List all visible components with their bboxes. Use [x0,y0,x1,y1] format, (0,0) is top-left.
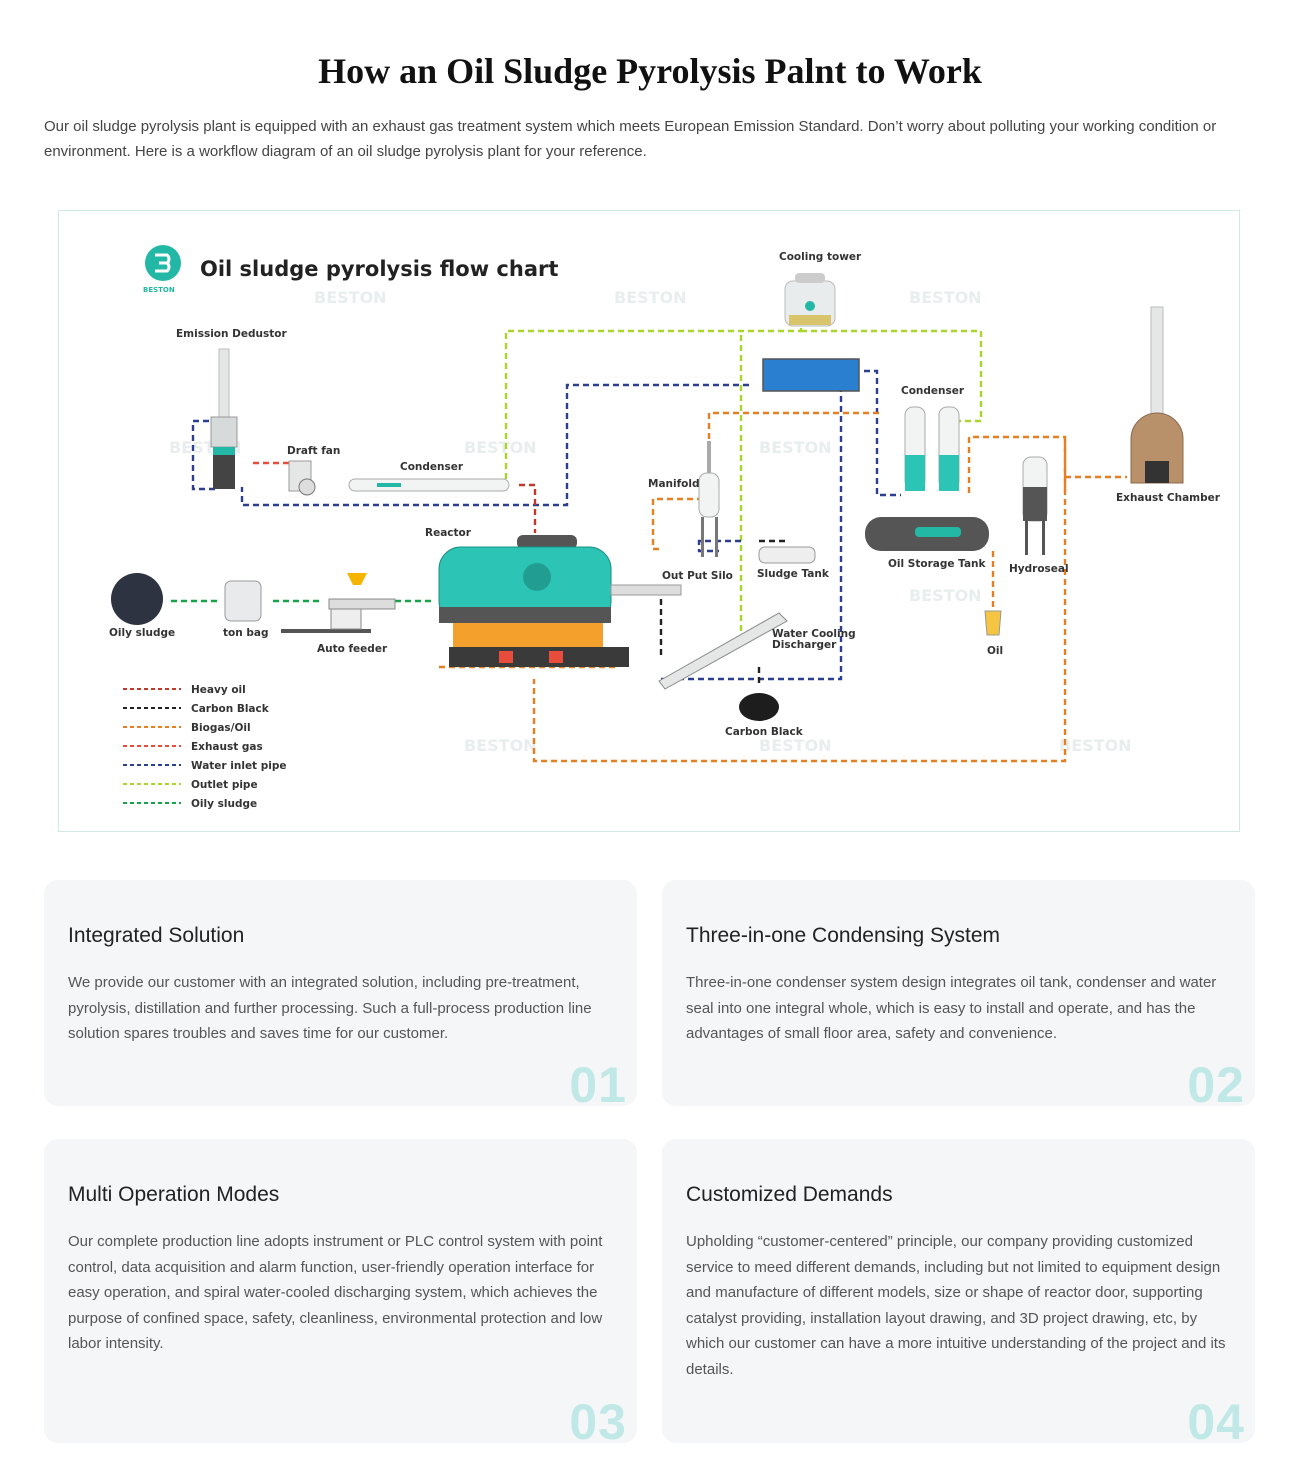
oily-sludge-icon [111,573,163,625]
sludge-tank-icon [758,546,816,564]
svg-text:Exhaust gas: Exhaust gas [191,741,263,753]
legend: Heavy oil Carbon Black Biogas/Oil Exhaus… [123,684,287,810]
svg-text:Carbon Black: Carbon Black [191,703,270,715]
label-exhaust-chamber: Exhaust Chamber [1116,492,1221,504]
label-oily-sludge: Oily sludge [109,627,175,639]
page-title: How an Oil Sludge Pyrolysis Palnt to Wor… [318,51,982,91]
legend-item-water-inlet: Water inlet pipe [123,760,287,772]
feature-card-condensing-system: Three-in-one Condensing System Three-in-… [662,880,1255,1106]
card-text: We provide our customer with an integrat… [68,974,592,1042]
card-title: Customized Demands [686,1183,893,1206]
legend-item-carbon-black: Carbon Black [123,703,270,715]
hydroseal-icon [1022,456,1048,555]
card-number: 04 [1187,1394,1245,1443]
label-reactor: Reactor [425,527,472,539]
label-condenser-left: Condenser [400,461,464,473]
cooling-tower-icon [784,273,836,327]
legend-item-exhaust-gas: Exhaust gas [123,741,263,753]
card-number: 02 [1187,1057,1245,1106]
condenser-right-icon [904,406,960,491]
label-draft-fan: Draft fan [287,445,340,457]
flow-chart-diagram: BESTON BESTON BESTON BESTON BESTON BESTO… [58,210,1240,832]
feature-card-operation-modes: Multi Operation Modes Our complete produ… [44,1139,637,1443]
manifold-icon [698,441,720,557]
reactor-icon [438,535,682,667]
exhaust-chamber-icon [1130,306,1184,484]
legend-item-outlet-pipe: Outlet pipe [123,779,258,791]
svg-text:Biogas/Oil: Biogas/Oil [191,722,251,734]
svg-text:Heavy oil: Heavy oil [191,684,246,696]
card-text: Three-in-one condenser system design int… [686,974,1217,1042]
label-manifold: Manifold [648,478,700,490]
equipment [111,273,1184,721]
label-condenser-right: Condenser [901,385,965,397]
label-oil: Oil [987,645,1003,657]
watermark: BESTON [464,438,537,457]
label-sludge-tank: Sludge Tank [757,568,830,580]
logo-text: BESTON [143,286,175,294]
svg-text:Water inlet pipe: Water inlet pipe [191,760,287,772]
intro-paragraph: Our oil sludge pyrolysis plant is equipp… [44,118,1217,160]
label-oil-storage-tank: Oil Storage Tank [888,558,987,570]
label-carbon-black: Carbon Black [725,726,804,738]
card-title: Three-in-one Condensing System [686,924,1000,947]
watermark: BESTON [1059,736,1132,755]
svg-text:Outlet pipe: Outlet pipe [191,779,258,791]
card-number: 01 [569,1057,627,1106]
card-title: Integrated Solution [68,924,245,947]
feature-card-customized-demands: Customized Demands Upholding “customer-c… [662,1139,1255,1443]
oil-storage-tank-icon [865,517,989,551]
label-discharger: Discharger [772,639,837,651]
auto-feeder-icon [281,573,396,633]
label-water-cooling: Water Cooling [772,628,856,640]
watermarks: BESTON BESTON BESTON BESTON BESTON BESTO… [169,288,1132,755]
condenser-left-icon [348,478,510,492]
watermark: BESTON [464,736,537,755]
label-auto-feeder: Auto feeder [317,643,388,655]
water-pool-icon [762,358,860,392]
equipment-labels: Cooling tower Emission Dedustor Draft fa… [109,251,1221,738]
legend-item-oily-sludge: Oily sludge [123,798,257,810]
card-number: 03 [569,1394,627,1443]
label-hydroseal: Hydroseal [1009,563,1069,575]
watermark: BESTON [909,586,982,605]
diagram-title: Oil sludge pyrolysis flow chart [200,257,558,281]
label-ton-bag: ton bag [223,627,268,639]
svg-text:Oily sludge: Oily sludge [191,798,257,810]
beston-logo: BESTON [143,245,181,294]
label-cooling-tower: Cooling tower [779,251,862,263]
feature-card-integrated-solution: Integrated Solution We provide our custo… [44,880,637,1106]
carbon-black-icon [739,693,779,721]
water-cooling-discharger-icon [658,612,788,690]
watermark: BESTON [759,438,832,457]
card-text: Upholding “customer-centered” principle,… [686,1233,1226,1378]
legend-item-heavy-oil: Heavy oil [123,684,246,696]
watermark: BESTON [614,288,687,307]
watermark: BESTON [314,288,387,307]
watermark: BESTON [909,288,982,307]
card-title: Multi Operation Modes [68,1183,280,1206]
watermark: BESTON [759,736,832,755]
ton-bag-icon [224,580,262,622]
legend-item-biogas-oil: Biogas/Oil [123,722,251,734]
card-text: Our complete production line adopts inst… [68,1233,603,1352]
flow-chart-svg: BESTON BESTON BESTON BESTON BESTON BESTO… [109,245,1221,810]
oil-cup-icon [984,610,1002,636]
label-emission-dedustor: Emission Dedustor [176,328,287,340]
label-out-put-silo: Out Put Silo [662,570,733,582]
emission-dedustor-icon [210,348,238,489]
draft-fan-icon [288,460,316,496]
